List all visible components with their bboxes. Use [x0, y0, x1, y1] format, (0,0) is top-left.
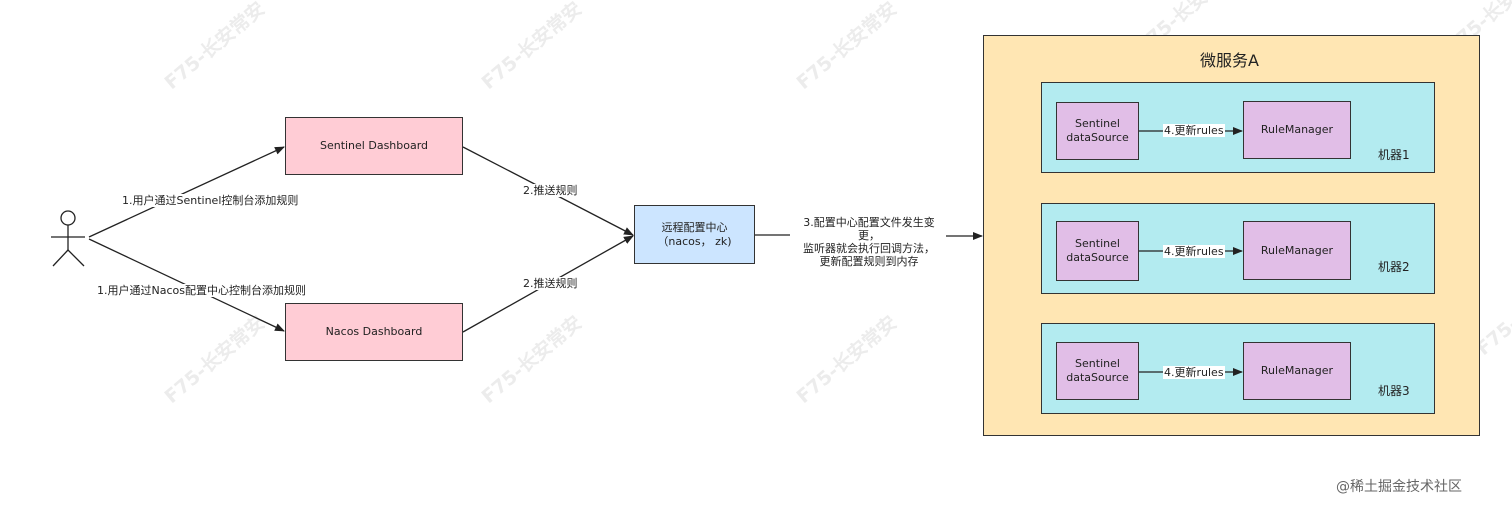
nacos-dashboard-node: Nacos Dashboard	[285, 303, 463, 361]
sentinel-dashboard-node: Sentinel Dashboard	[285, 117, 463, 175]
service-title: 微服务A	[1200, 51, 1259, 70]
footer-watermark: @稀土掘金技术社区	[1336, 479, 1462, 495]
edge-label-center-service: 3.配置中心配置文件发生变更， 监听器就会执行回调方法， 更新配置规则到内存	[792, 216, 946, 268]
edge-user-sentinel	[88, 146, 285, 238]
watermark: F75-长安常安	[477, 0, 587, 94]
edge-label-update-rules: 4.更新rules	[1163, 366, 1225, 379]
edge-label-update-rules: 4.更新rules	[1163, 124, 1225, 137]
machine-label: 机器2	[1378, 260, 1410, 274]
rule-manager-node: RuleManager	[1243, 342, 1351, 400]
machine-label: 机器1	[1378, 148, 1410, 162]
sentinel-datasource-node: Sentinel dataSource	[1056, 221, 1139, 281]
config-center-node: 远程配置中心 （nacos， zk)	[634, 205, 755, 264]
machine-label: 机器3	[1378, 384, 1410, 398]
watermark: F75-长安常安	[792, 311, 902, 408]
rule-manager-node: RuleManager	[1243, 221, 1351, 280]
stick-figure-icon	[51, 210, 85, 267]
rule-manager-node: RuleManager	[1243, 101, 1351, 159]
watermark: F75-长安常安	[477, 311, 587, 408]
watermark: F75-长安常安	[160, 0, 270, 94]
edge-label-sentinel-center: 2.推送规则	[522, 184, 579, 197]
sentinel-datasource-node: Sentinel dataSource	[1056, 342, 1139, 400]
watermark: F75-长安常安	[160, 311, 270, 408]
sentinel-datasource-node: Sentinel dataSource	[1056, 102, 1139, 160]
watermark: F75-长安常安	[792, 0, 902, 94]
edge-label-nacos-center: 2.推送规则	[522, 277, 579, 290]
edge-label-user-sentinel: 1.用户通过Sentinel控制台添加规则	[121, 194, 300, 207]
edge-label-update-rules: 4.更新rules	[1163, 245, 1225, 258]
edge-label-user-nacos: 1.用户通过Nacos配置中心控制台添加规则	[96, 284, 307, 297]
